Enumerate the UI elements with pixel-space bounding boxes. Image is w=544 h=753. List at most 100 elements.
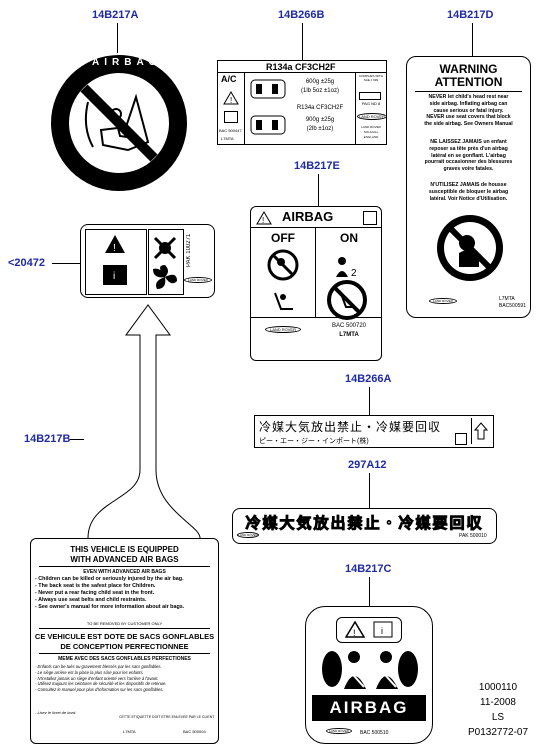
airbag-banner-text: AIRBAG xyxy=(329,698,409,717)
qty2b: (2lb ±1oz) xyxy=(306,126,334,132)
on-text: ON xyxy=(340,231,358,245)
off-text: OFF xyxy=(271,231,295,245)
warning-heading: WARNING xyxy=(439,62,498,76)
lr-addr1: LAND ROVER xyxy=(361,125,381,129)
d-fr1-line: NE LAISSEZ JAMAIS un enfant xyxy=(430,139,507,145)
callout-297a12: 297A12 xyxy=(348,459,387,471)
d-en-line: the side airbag. See Owners Manual xyxy=(424,121,513,128)
compliance: COMPLIES WITH SAE J 639 xyxy=(358,74,383,82)
svg-text:2: 2 xyxy=(351,268,357,279)
b-fr2: DE CONCEPTION PERFECTIONNEE xyxy=(60,642,189,651)
callout-14b217a: 14B217A xyxy=(92,9,139,21)
svg-text:!: ! xyxy=(353,628,356,638)
d-fr1-line: latéral en se gonflant. L'airbag xyxy=(431,152,506,159)
ac-bac: BAC 500447 xyxy=(219,128,242,133)
warning-triangle-icon: ! xyxy=(223,91,239,105)
callout-14b217e: 14B217E xyxy=(294,160,340,172)
fan-box xyxy=(148,229,184,295)
leader-line xyxy=(369,577,370,606)
warning-manual-box: ! i xyxy=(85,229,147,295)
svg-text:i: i xyxy=(113,271,115,282)
svg-text:!: ! xyxy=(230,96,232,105)
d-fr2-line: latéral. Voir Notice d'Utilisation. xyxy=(429,195,508,202)
b-fr-small-line: - Consultez le manuel pour plus d'inform… xyxy=(35,687,164,693)
japanese-refrigerant-badge: 冷媒大気放出禁止・冷媒要回収 LAND ROVER PAK 500010 xyxy=(232,508,497,544)
passenger-airbag-icon: 2 xyxy=(336,257,357,279)
b-fr-small-line: - Enfants can be tués ou gravement bless… xyxy=(35,664,162,669)
b-cette: CETTE ETIQUETTE DOIT ETRE ENLEVEE PAR LE… xyxy=(119,715,215,719)
warning-triangle-icon: ! xyxy=(256,211,272,225)
ac-refrigerant-label: R134a CF3CH2F A/C ! BAC 500447 L7MTA 600… xyxy=(217,60,387,145)
b-remove: TO BE REMOVED BY CUSTOMER ONLY xyxy=(86,621,163,626)
d-fr1-line: pourrait occasionner des blessures xyxy=(424,159,513,166)
b-h1: THIS VEHICLE IS EQUIPPED xyxy=(70,545,179,554)
pak-code: PAK 100271 xyxy=(186,233,192,267)
leader-line xyxy=(117,23,118,53)
callout-14b266b: 14B266B xyxy=(278,9,325,21)
b-h2: WITH ADVANCED AIR BAGS xyxy=(70,555,179,564)
d-en-line: cause serious or fatal injury. xyxy=(433,107,504,114)
lr-addr2: SOLIHULL xyxy=(363,130,379,134)
seatbelt-occupants-icon xyxy=(322,651,418,689)
b-fr-small-line: - N'installez jamais un siège d'enfant o… xyxy=(35,675,159,681)
b-bullet-line: - The back seat is the safest place for … xyxy=(35,583,156,589)
c-bac: BAC 500510 xyxy=(360,730,389,736)
car-icon xyxy=(250,115,286,135)
jp-badge-text: 冷媒大気放出禁止・冷媒要回収 xyxy=(245,515,484,533)
badge-pak: PAK 500010 xyxy=(459,533,487,539)
brand-logo: LAND ROVER xyxy=(237,532,259,538)
footer-code-1: 1000110 xyxy=(478,682,518,693)
b-fr1: CE VEHICULE EST DOTE DE SACS GONFLABLES xyxy=(34,632,215,641)
callout-20472: <20472 xyxy=(8,257,46,269)
b-fr-small-line: - Utilisez toujours les ceintures de séc… xyxy=(35,681,167,687)
ac-l7: L7MTA xyxy=(221,136,234,141)
oil-can-icon xyxy=(359,92,381,100)
b-h3: EVEN WITH ADVANCED AIR BAGS xyxy=(83,569,166,575)
footer-part: P0132772-07 xyxy=(467,727,529,738)
callout-14b217c: 14B217C xyxy=(345,563,392,575)
leader-line xyxy=(52,263,80,264)
svg-text:!: ! xyxy=(113,243,116,254)
airbag-fan-label: ! i PAK 100271 LAND ROVER xyxy=(80,224,215,298)
qty1: 600g ±25g xyxy=(305,79,335,85)
d-fr1-line: graves voire fatales. xyxy=(443,166,494,173)
refrigerant-type: R134a CF3CH2F xyxy=(266,62,336,72)
d-fr2-line: N'UTILISEZ JAMAIS de housse xyxy=(430,182,507,188)
e-bac: BAC 500720 xyxy=(331,323,367,329)
d-en-line: NEVER use seat covers that block xyxy=(426,114,511,121)
airbag-ring-text: AIRBAG xyxy=(92,57,162,68)
recycle-icon xyxy=(455,433,467,445)
advanced-airbags-label: THIS VEHICLE IS EQUIPPED WITH ADVANCED A… xyxy=(30,538,219,744)
no-rear-child-seat-label xyxy=(51,55,187,191)
no-fan-icon xyxy=(153,236,177,260)
car-icon xyxy=(250,79,286,99)
svg-text:!: ! xyxy=(262,216,264,225)
footer-date: 11-2008 xyxy=(480,697,516,708)
d-en-line: NEVER let child's head rest near xyxy=(428,94,509,100)
b-bullet-line: - Children can be killed or seriously in… xyxy=(35,576,184,582)
ac-text: A/C xyxy=(221,74,237,84)
child-seat-icon xyxy=(274,292,293,310)
warning-triangle-icon: ! xyxy=(345,621,365,638)
no-child-near-side-airbag-icon xyxy=(437,215,503,281)
b-fr-small-line: - Le siège arrière est la place la plus … xyxy=(35,669,144,675)
refrigerant-2: R134a CF3CH2F xyxy=(296,105,344,111)
fan-icon xyxy=(153,265,177,289)
brand-logo: LAND ROVER xyxy=(429,298,457,304)
manual-book-icon: i xyxy=(103,265,127,285)
no-passenger-airbag-icon xyxy=(267,249,299,281)
up-arrow-icon xyxy=(471,418,490,444)
e-l7: L7MTA xyxy=(339,332,359,338)
leader-line xyxy=(472,23,473,56)
warning-triangle-icon: ! xyxy=(105,235,125,254)
warning-manual-panel: ! i xyxy=(336,617,402,643)
jp-text-2: ピー・エー・ジー・インポート(株) xyxy=(259,438,369,445)
svg-text:i: i xyxy=(381,626,383,636)
leader-line xyxy=(302,23,303,60)
airbag-off-on-label: ! AIRBAG OFF ON 2 LAND ROVER BAC 500720 … xyxy=(250,206,382,361)
qty2: 900g ±25g xyxy=(305,117,335,123)
manual-book-icon: i xyxy=(373,621,393,638)
manual-book-icon xyxy=(224,111,238,123)
leader-line xyxy=(369,387,370,416)
